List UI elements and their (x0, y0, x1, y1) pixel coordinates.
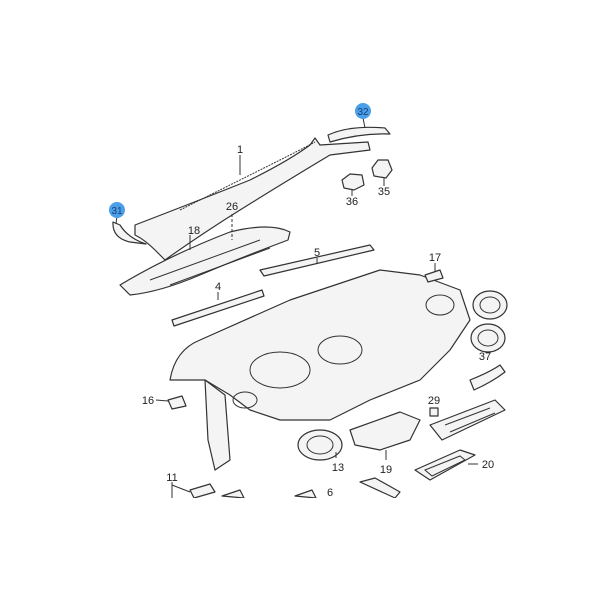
part-6-switch-a[interactable] (221, 489, 245, 499)
label-26[interactable]: 26 (226, 201, 238, 213)
part-32-trim[interactable] (327, 126, 391, 143)
part-17-vent-cover[interactable] (424, 269, 444, 283)
part-37-duct[interactable] (469, 364, 506, 391)
part-13-vent[interactable] (297, 429, 343, 461)
part-16-vent[interactable] (167, 395, 187, 410)
label-13[interactable]: 13 (332, 462, 344, 474)
part-19-compartment[interactable] (349, 411, 421, 451)
label-16[interactable]: 16 (142, 395, 154, 407)
dashboard-side-support (204, 379, 231, 471)
side-vent-lower[interactable] (470, 323, 506, 353)
part-29-clip[interactable] (429, 407, 439, 417)
center-grille[interactable] (429, 399, 506, 441)
highlight-circle-31 (109, 202, 125, 218)
label-31[interactable]: 31 (111, 206, 123, 217)
part-35-sensor[interactable] (371, 159, 393, 179)
label-35[interactable]: 35 (378, 186, 390, 198)
label-19[interactable]: 19 (380, 464, 392, 476)
label-29[interactable]: 29 (428, 395, 440, 407)
part-6-switch-c[interactable] (359, 477, 401, 499)
part-20-frame[interactable] (414, 449, 476, 481)
label-5[interactable]: 5 (314, 247, 320, 259)
highlight-circle-32 (355, 103, 371, 119)
label-17[interactable]: 17 (429, 252, 441, 264)
part-6-switch-b[interactable] (294, 489, 317, 499)
label-32[interactable]: 32 (357, 107, 369, 118)
label-37[interactable]: 37 (479, 351, 491, 363)
label-36[interactable]: 36 (346, 196, 358, 208)
label-20[interactable]: 20 (482, 459, 494, 471)
label-11[interactable]: 11 (166, 472, 177, 484)
part-1-cowl-panel[interactable] (134, 137, 371, 261)
label-6[interactable]: 6 (327, 487, 333, 499)
part-11-switch[interactable] (189, 483, 216, 499)
label-4[interactable]: 4 (215, 281, 221, 293)
part-4-strip[interactable] (171, 289, 265, 327)
dashboard-main[interactable] (169, 269, 471, 421)
label-18[interactable]: 18 (188, 225, 200, 237)
bottom-crop-mask (0, 498, 600, 600)
part-31-trim[interactable] (112, 221, 147, 245)
side-vent-upper[interactable] (472, 290, 508, 320)
label-1[interactable]: 1 (237, 144, 243, 156)
part-18-tray[interactable] (119, 226, 291, 296)
part-36-clip[interactable] (341, 173, 365, 191)
